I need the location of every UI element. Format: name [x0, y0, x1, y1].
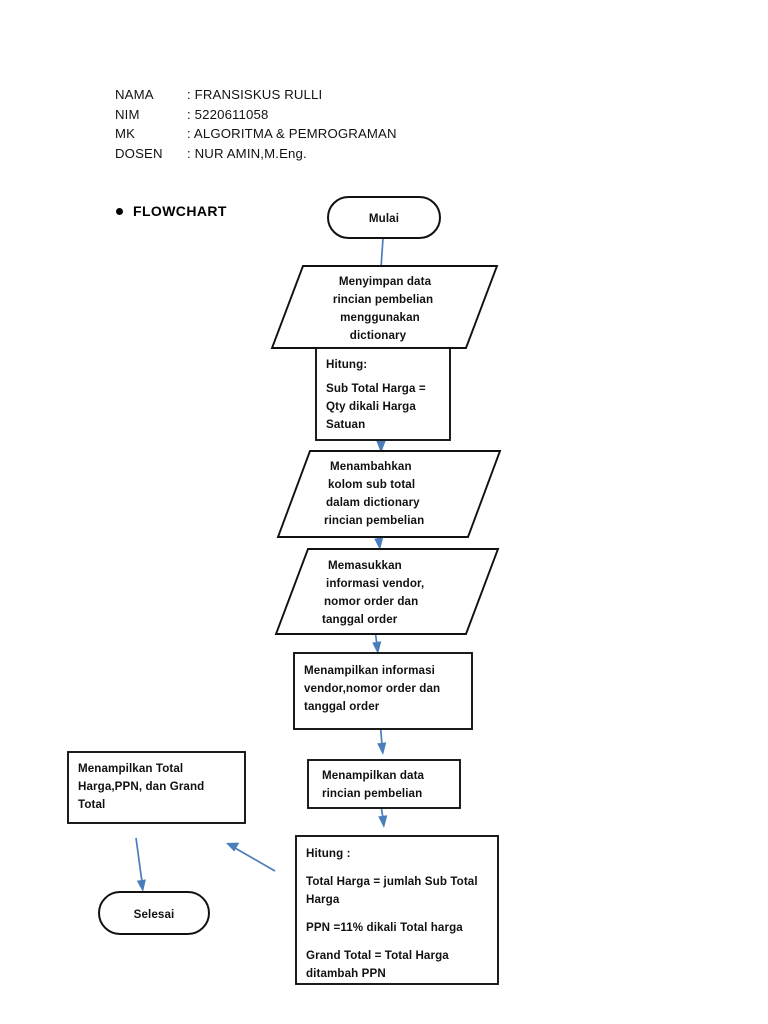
flow-node-end-label: Selesai — [134, 908, 175, 921]
identity-value-dosen: : NUR AMIN,M.Eng. — [187, 145, 307, 161]
bullet-icon — [116, 207, 123, 215]
connector-show-totals-to-end — [135, 837, 146, 892]
identity-value-nama: : FRANSISKUS RULLI — [187, 87, 323, 102]
identity-row-nim: NIM : 5220611058 — [115, 105, 535, 125]
flow-node-show-totals[interactable]: Menampilkan Total Harga,PPN, dan Grand T… — [67, 751, 246, 824]
flow-node-show-vendor[interactable]: Menampilkan informasi vendor,nomor order… — [293, 652, 473, 730]
flow-node-end[interactable]: Selesai — [98, 891, 210, 935]
flow-node-input-vendor[interactable]: Memasukkan informasi vendor, nomor order… — [274, 548, 500, 635]
identity-label-nim: NIM — [115, 106, 140, 122]
flow-node-show-details-line-2: rincian pembelian — [322, 787, 422, 800]
flow-node-store-data-line-3: menggunakan — [340, 311, 420, 324]
flow-node-show-details[interactable]: Menampilkan data rincian pembelian — [307, 759, 461, 809]
flow-node-store-data-line-1: Menyimpan data — [339, 275, 432, 288]
flow-node-calc-totals-line-6: PPN =11% dikali Total harga — [306, 921, 463, 934]
flow-node-calc-subtotal[interactable]: Hitung: Sub Total Harga = Qty dikali Har… — [315, 347, 451, 441]
flow-node-store-data-line-2: rincian pembelian — [333, 293, 433, 306]
flow-node-add-column[interactable]: Menambahkan kolom sub total dalam dictio… — [276, 450, 502, 538]
flow-node-input-vendor-line-4: tanggal order — [322, 613, 398, 626]
identity-label-nama: NAMA — [115, 87, 154, 102]
flow-node-input-vendor-line-2: informasi vendor, — [326, 577, 424, 590]
identity-label-dosen: DOSEN — [115, 145, 163, 161]
flow-node-calc-totals-line-9: ditambah PPN — [306, 967, 386, 980]
flow-node-show-totals-line-2: Harga,PPN, dan Grand — [78, 780, 204, 793]
flow-node-calc-subtotal-line-5: Satuan — [326, 418, 365, 431]
flow-node-show-vendor-line-1: Menampilkan informasi — [304, 664, 435, 677]
flow-node-store-data-line-4: dictionary — [350, 329, 407, 342]
flow-node-show-totals-line-3: Total — [78, 798, 105, 811]
identity-row-mk: MK : ALGORITMA & PEMROGRAMAN — [115, 124, 535, 144]
identity-value-mk: : ALGORITMA & PEMROGRAMAN — [187, 126, 397, 142]
flow-node-add-column-line-4: rincian pembelian — [324, 514, 424, 527]
flow-node-start-label: Mulai — [369, 212, 399, 225]
flow-node-calc-totals-line-8: Grand Total = Total Harga — [306, 949, 449, 962]
flow-node-store-data[interactable]: Menyimpan data rincian pembelian menggun… — [270, 265, 499, 349]
flow-node-calc-subtotal-line-4: Qty dikali Harga — [326, 400, 416, 413]
flow-node-start[interactable]: Mulai — [327, 196, 441, 239]
flow-node-input-vendor-line-1: Memasukkan — [328, 559, 402, 572]
identity-value-nim: : 5220611058 — [187, 106, 269, 122]
flow-node-calc-subtotal-line-1: Hitung: — [326, 358, 367, 371]
flow-node-add-column-line-2: kolom sub total — [328, 478, 415, 491]
flow-node-show-totals-line-1: Menampilkan Total — [78, 762, 183, 775]
student-identity-block: NAMA : FRANSISKUS RULLI NIM : 5220611058… — [115, 85, 535, 163]
flow-node-calc-totals[interactable]: Hitung : Total Harga = jumlah Sub Total … — [295, 835, 499, 985]
section-heading-flowchart: FLOWCHART — [116, 203, 227, 219]
flow-node-show-vendor-line-3: tanggal order — [304, 700, 380, 713]
flow-node-show-details-line-1: Menampilkan data — [322, 769, 425, 782]
flow-node-calc-subtotal-line-3: Sub Total Harga = — [326, 382, 426, 395]
flow-node-add-column-line-3: dalam dictionary — [326, 496, 420, 509]
section-heading-label: FLOWCHART — [133, 203, 227, 219]
flow-node-calc-totals-line-1: Hitung : — [306, 847, 351, 860]
flow-node-show-vendor-line-2: vendor,nomor order dan — [304, 682, 440, 695]
connector-calc-totals-to-show-totals — [226, 842, 276, 872]
flow-node-calc-totals-line-3: Total Harga = jumlah Sub Total — [306, 875, 478, 888]
flow-node-calc-totals-line-4: Harga — [306, 893, 340, 906]
identity-row-nama: NAMA : FRANSISKUS RULLI — [115, 85, 535, 105]
identity-row-dosen: DOSEN : NUR AMIN,M.Eng. — [115, 144, 535, 164]
flow-node-input-vendor-line-3: nomor order dan — [324, 595, 418, 608]
flow-node-add-column-line-1: Menambahkan — [330, 460, 412, 473]
identity-label-mk: MK — [115, 126, 136, 142]
